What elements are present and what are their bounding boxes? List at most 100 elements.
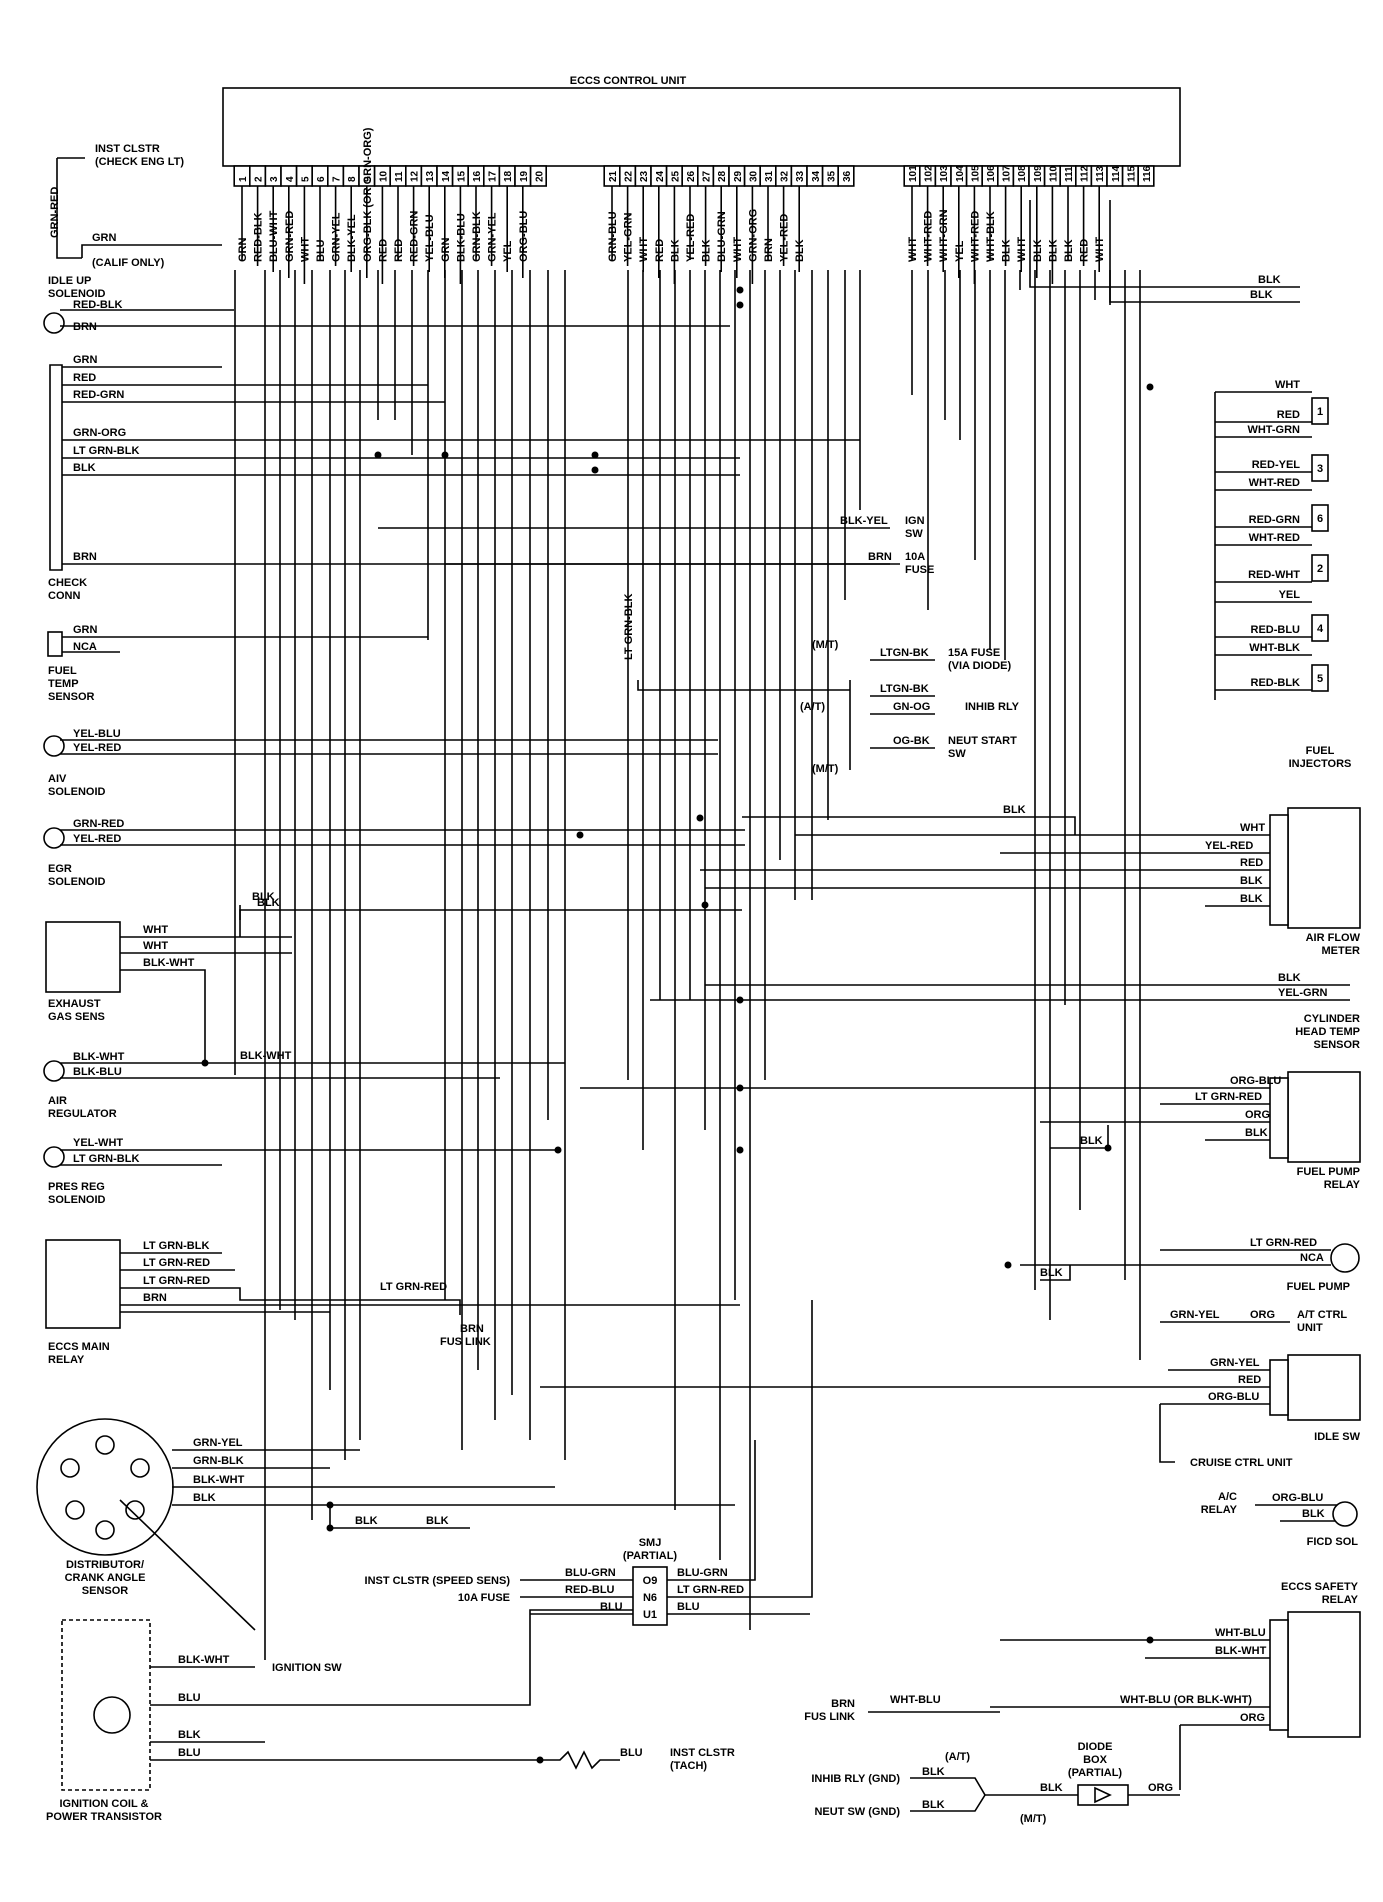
ficd-wire1: ORG-BLU (1272, 1492, 1323, 1504)
inhib-w4: OG-BK (893, 735, 930, 747)
ecu-wire-label: WHT-RED (969, 211, 981, 262)
diode-label3: (PARTIAL) (1068, 1767, 1123, 1779)
injector-wire-label: YEL (1279, 589, 1301, 601)
ecu-pin-number: 101 (908, 165, 919, 182)
safety-wire1: WHT-BLU (1215, 1627, 1266, 1639)
ecu-wire-label: BLU-GRN (716, 211, 728, 262)
ecu-wire-label: WHT-BLK (985, 211, 997, 262)
ecu-wire-label: BLK (794, 239, 806, 262)
ecu-wire-label: RED (1079, 239, 1091, 262)
injector-wire-label: RED-BLU (1251, 624, 1301, 636)
injector-wire-label: RED-YEL (1252, 459, 1301, 471)
at-wire2: ORG (1250, 1309, 1275, 1321)
cc-wire-1: GRN (73, 354, 98, 366)
blk-gnd1: BLK (1258, 274, 1281, 286)
ign-sw-10a-fuse: BLK-YEL IGN SW BRN 10A FUSE LT GRN-BLK (378, 515, 934, 660)
diode-wire1: BLK (922, 1766, 945, 1778)
at-wire1: GRN-YEL (1170, 1309, 1220, 1321)
wire-brn: BRN (73, 321, 97, 333)
ign-sw-label2: SW (905, 528, 923, 540)
ecu-pin-number: 20 (534, 170, 545, 182)
injector-wire-label: RED-GRN (1249, 514, 1300, 526)
ecu-pin-number: 29 (733, 170, 744, 182)
idle-switch: GRN-YEL RED ORG-BLU IDLE SW CRUISE CTRL … (540, 1354, 1361, 1469)
ecu-pin-number: 23 (639, 170, 650, 182)
egs-wire3: BLK-WHT (143, 957, 195, 969)
ecu-pin-number: 104 (955, 165, 966, 182)
ft-label3: SENSOR (48, 691, 95, 703)
inhib-w3: GN-OG (893, 701, 930, 713)
ecu-wire-label: GRN-BLK (471, 211, 483, 262)
injector-body (1311, 554, 1329, 582)
egr-solenoid: GRN-RED YEL-RED EGR SOLENOID (43, 818, 745, 888)
inhib-l1a: 15A FUSE (948, 647, 1000, 659)
pr-label1: PRES REG (48, 1181, 105, 1193)
idle-up-label: IDLE UP (48, 275, 91, 287)
aiv-wire1: YEL-BLU (73, 728, 121, 740)
smj-subtitle: (PARTIAL) (623, 1550, 678, 1562)
coil-wire4: BLU (178, 1747, 201, 1759)
ecu-pin-number: 30 (748, 170, 759, 182)
idle-up-label2: SOLENOID (48, 288, 106, 300)
wire-grn-red: GRN-RED (49, 187, 61, 238)
ecu-pin-number: 102 (924, 165, 935, 182)
ecu-wire-label: BLU (315, 239, 327, 262)
brn-fus-right2: FUS LINK (804, 1711, 855, 1723)
pr-wire2: LT GRN-BLK (73, 1153, 139, 1165)
cht-label3: SENSOR (1314, 1039, 1361, 1051)
coil-ign-sw: IGNITION SW (272, 1662, 342, 1674)
fpr-wire4: BLK (1245, 1127, 1268, 1139)
ecu-wire-label: BLK (1047, 239, 1059, 262)
ft-label2: TEMP (48, 678, 79, 690)
ecu-pin-number: 17 (488, 170, 499, 182)
coil-wire1: BLK-WHT (178, 1654, 230, 1666)
ficd-wire2: BLK (1302, 1508, 1325, 1520)
diode-at: (A/T) (945, 1751, 970, 1763)
splice-dot (1004, 1261, 1012, 1269)
ecu-pin-cell (233, 165, 251, 187)
injector-body (1311, 454, 1329, 482)
ecu-pin-number: 9 (363, 176, 374, 182)
ecu-wire-label: WHT-RED (923, 211, 935, 262)
diode-label2: BOX (1083, 1754, 1108, 1766)
cc-wire-7: BRN (73, 551, 97, 563)
afm-wire3: RED (1240, 857, 1263, 869)
injector-number: 1 (1317, 406, 1323, 418)
afm-wire1: WHT (1240, 822, 1265, 834)
splice-dot (591, 466, 599, 474)
injector-wire-label: WHT-RED (1249, 532, 1300, 544)
mr-wire3: LT GRN-RED (143, 1275, 210, 1287)
idle-wire1: GRN-YEL (1210, 1357, 1260, 1369)
aiv-solenoid: YEL-BLU YEL-RED AIV SOLENOID (43, 728, 718, 798)
ecu-pin-cell (342, 165, 360, 187)
splice-dot (736, 1146, 744, 1154)
inhib-gnd: INHIB RLY (GND) (811, 1773, 900, 1785)
dist-label1: DISTRIBUTOR/ (66, 1559, 144, 1571)
neut-gnd: NEUT SW (GND) (814, 1806, 900, 1818)
dist-wire2: GRN-BLK (193, 1455, 244, 1467)
inhib-mt2: (M/T) (812, 763, 839, 775)
ecu-pin-number: 35 (826, 170, 837, 182)
ecu-wire-label: BLK-BLU (455, 213, 467, 262)
cc-wire-5: LT GRN-BLK (73, 445, 139, 457)
ecu-pin-number: 18 (503, 170, 514, 182)
fuse10-wire: BRN (868, 551, 892, 563)
diode-mt: (M/T) (1020, 1813, 1047, 1825)
smj-rw2: LT GRN-RED (677, 1584, 744, 1596)
ecu-pin-number: 16 (472, 170, 483, 182)
fuse10-label1: 10A (905, 551, 925, 563)
ecu-pin-cell (529, 165, 547, 187)
injector-number: 2 (1317, 563, 1323, 575)
ecu-wire-label: BLK (701, 239, 713, 262)
blk-ground-top: BLK BLK (1029, 200, 1300, 303)
ecu-pin-number: 7 (332, 176, 343, 182)
ecu-pin-number: 21 (608, 170, 619, 182)
check-conn-label2: CONN (48, 590, 80, 602)
ecu-pin-number: 103 (939, 165, 950, 182)
ecu-pin-number: 33 (795, 170, 806, 182)
ecu-pin-number: 113 (1095, 165, 1106, 182)
diode-wire4: ORG (1148, 1782, 1173, 1794)
ecu-pin-number: 28 (717, 170, 728, 182)
fuel-pump-relay: ORG-BLU LT GRN-RED ORG BLK FUEL PUMP REL… (580, 1071, 1361, 1191)
dist-wire5: BLK (355, 1515, 378, 1527)
